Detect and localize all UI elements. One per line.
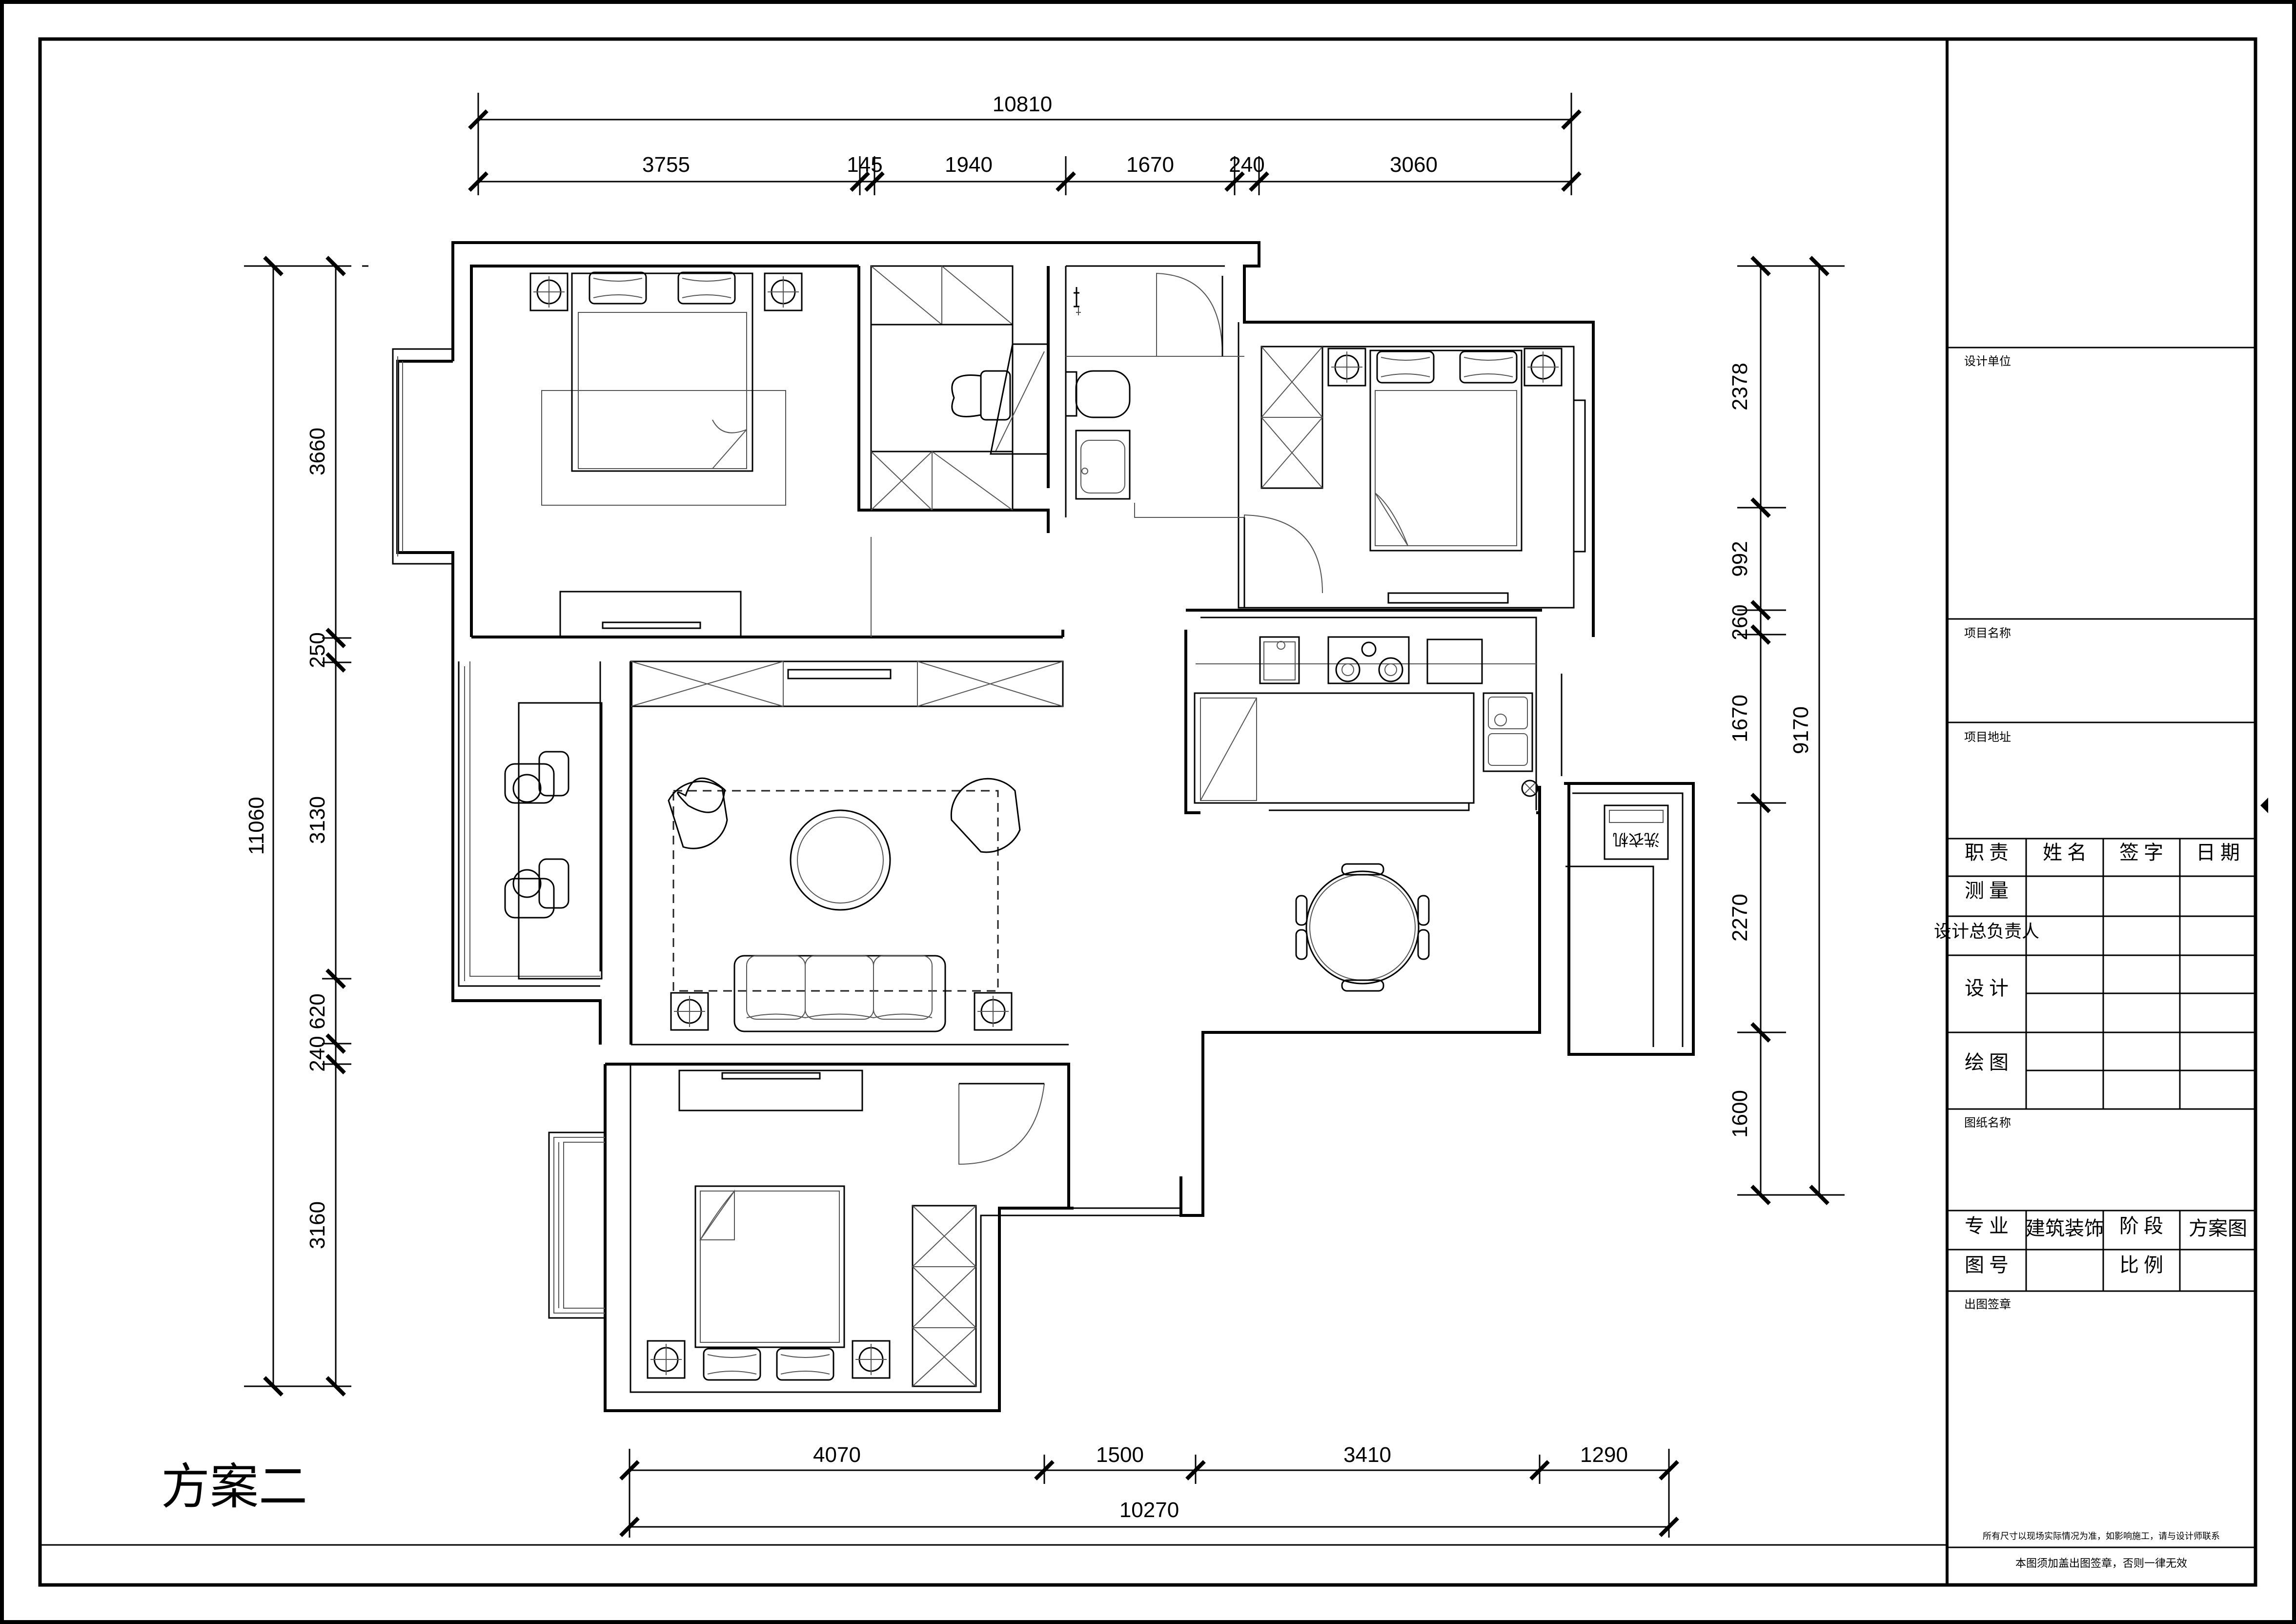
drawing-name-label: 图纸名称 xyxy=(1964,1116,2011,1130)
dim-right-2: 992 xyxy=(1728,541,1752,576)
stage-value: 方案图 xyxy=(2189,1217,2247,1239)
dim-top-3: 1940 xyxy=(945,153,993,177)
dining-area: 洗衣机 xyxy=(1295,804,1669,992)
dim-bottom-3: 3410 xyxy=(1343,1443,1391,1467)
dim-right-3: 260 xyxy=(1728,604,1752,640)
bottom-dimensions: 4070 1500 3410 1290 10270 xyxy=(619,1443,1679,1538)
specialty-value: 建筑装饰 xyxy=(2026,1217,2104,1239)
left-dimensions: 11060 3660 250 3130 620 240 3160 xyxy=(244,256,368,1397)
dim-top-2: 145 xyxy=(847,153,882,177)
dim-top-5: 240 xyxy=(1229,153,1264,177)
washing-machine: 洗衣机 xyxy=(1604,804,1669,860)
dim-top-1: 3755 xyxy=(642,153,690,177)
dim-right-total: 9170 xyxy=(1789,706,1813,754)
washer-label: 洗衣机 xyxy=(1613,830,1660,849)
right-dimensions: 2378 992 260 1670 2270 1600 9170 xyxy=(1728,256,1845,1205)
dim-top-6: 3060 xyxy=(1390,153,1438,177)
scale-label: 比 例 xyxy=(2119,1254,2163,1276)
dim-left-6: 3160 xyxy=(305,1201,329,1249)
dim-left-2: 250 xyxy=(305,632,329,668)
section-marker xyxy=(2260,798,2268,813)
dim-left-5: 240 xyxy=(305,1036,329,1071)
drawing-title: 方案二 xyxy=(161,1458,307,1515)
header-role: 职 责 xyxy=(1965,842,2009,863)
title-block: 设计单位 项目名称 项目地址 职 责 姓 名 签 字 日 期 测 量 设计总负责… xyxy=(1934,39,2255,1585)
specialty-label: 专 业 xyxy=(1965,1215,2009,1237)
bathroom-1 xyxy=(870,265,1049,511)
stamp-label: 出图签章 xyxy=(1964,1298,2011,1311)
dim-bottom-1: 4070 xyxy=(813,1443,861,1467)
walls xyxy=(392,241,1695,1412)
dim-left-4: 620 xyxy=(305,993,329,1029)
bathroom-2 xyxy=(1065,272,1244,518)
role-chief-designer: 设计总负责人 xyxy=(1934,922,2039,941)
role-design: 设 计 xyxy=(1965,977,2009,999)
dim-top-4: 1670 xyxy=(1126,153,1174,177)
dim-bottom-2: 1500 xyxy=(1096,1443,1144,1467)
drawing-no-label: 图 号 xyxy=(1965,1254,2009,1276)
dim-left-1: 3660 xyxy=(305,428,329,475)
dim-right-1: 2378 xyxy=(1728,363,1752,411)
living-room xyxy=(630,660,1064,1032)
dim-left-3: 3130 xyxy=(305,796,329,844)
dim-bottom-4: 1290 xyxy=(1580,1443,1628,1467)
dim-right-4: 1670 xyxy=(1728,695,1752,742)
header-name: 姓 名 xyxy=(2043,842,2087,863)
design-unit-label: 设计单位 xyxy=(1964,355,2011,368)
stage-label: 阶 段 xyxy=(2119,1215,2163,1237)
role-survey: 测 量 xyxy=(1965,880,2009,902)
master-bedroom xyxy=(529,271,872,637)
dim-left-total: 11060 xyxy=(244,797,268,855)
role-drafting: 绘 图 xyxy=(1965,1051,2009,1073)
inner-frame xyxy=(38,37,2257,1587)
project-name-label: 项目名称 xyxy=(1964,627,2011,640)
top-dimensions: 10810 3755 145 1940 1670 240 3060 xyxy=(468,92,1582,195)
header-signature: 签 字 xyxy=(2119,842,2163,863)
bedroom-2 xyxy=(1243,346,1586,608)
dim-top-total: 10810 xyxy=(993,92,1052,116)
note-stamp-required: 本图须加盖出图签章，否则一律无效 xyxy=(2015,1557,2187,1569)
dim-right-6: 1600 xyxy=(1728,1090,1752,1138)
dim-bottom-total: 10270 xyxy=(1119,1498,1179,1522)
dim-right-5: 2270 xyxy=(1728,894,1752,942)
bedroom-3 xyxy=(647,1069,1045,1387)
note-dimensions: 所有尺寸以现场实际情况为准，如影响施工，请与设计师联系 xyxy=(1983,1531,2220,1541)
study-balcony xyxy=(504,702,603,980)
header-date: 日 期 xyxy=(2196,842,2240,863)
project-address-label: 项目地址 xyxy=(1964,731,2011,744)
kitchen xyxy=(1194,636,1539,811)
